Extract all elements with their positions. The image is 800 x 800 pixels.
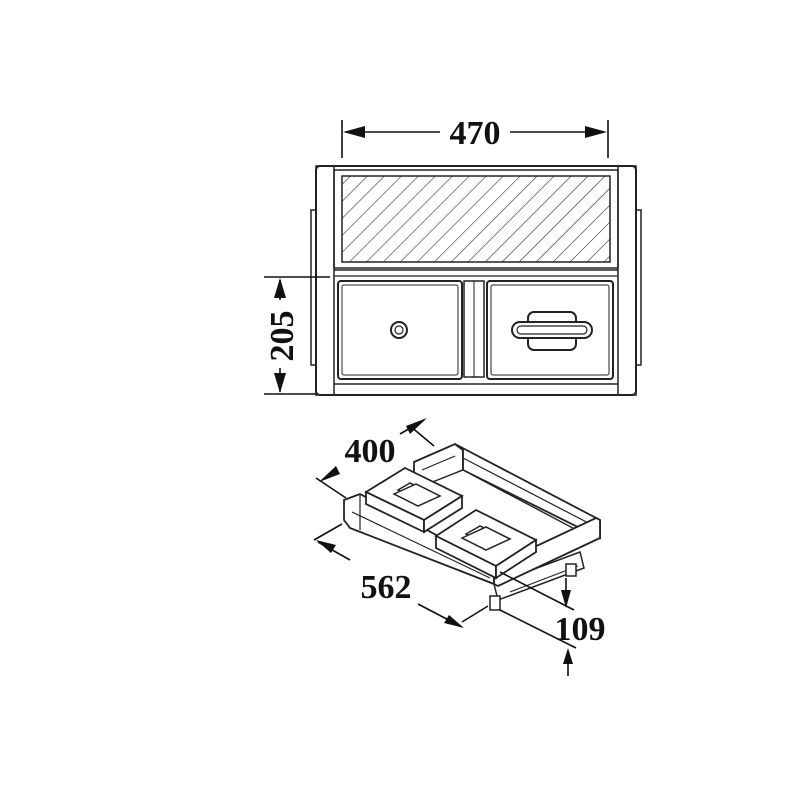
cabinet-left-tab xyxy=(310,209,317,366)
upper-panel-frame xyxy=(333,169,619,269)
height-label: 205 xyxy=(264,311,301,362)
iso-drawer xyxy=(343,442,601,611)
drawer-front-panel xyxy=(493,516,601,588)
left-drawer-inner xyxy=(341,284,459,376)
depth-label: 400 xyxy=(345,433,396,470)
upper-hatched-panel xyxy=(341,175,611,263)
drawer-height-label: 109 xyxy=(555,611,606,648)
length-label: 562 xyxy=(361,569,412,606)
cabinet-right-side xyxy=(617,165,637,396)
cabinet-left-side xyxy=(315,165,335,396)
dimension-depth: 400 xyxy=(315,418,435,499)
left-drawer-front xyxy=(337,280,463,380)
dimension-length: 562 xyxy=(313,523,489,628)
round-knob-icon xyxy=(390,321,408,339)
cabinet-right-tab xyxy=(635,209,642,366)
box-2-handle-icon xyxy=(460,525,512,551)
dimension-drawer-height: 109 xyxy=(499,571,606,676)
width-label: 470 xyxy=(450,115,501,152)
drawer-runner xyxy=(493,551,585,601)
storage-box-2 xyxy=(434,508,538,580)
right-drawer-inner xyxy=(490,284,610,376)
box-1-handle-icon xyxy=(392,482,442,507)
round-knob-inner xyxy=(394,325,404,335)
storage-box-1 xyxy=(364,466,464,534)
right-drawer-front xyxy=(486,280,614,380)
front-view xyxy=(310,165,642,396)
dimension-height: 205 xyxy=(264,276,330,395)
dimension-width: 470 xyxy=(341,115,609,158)
bar-handle-icon xyxy=(511,311,593,351)
